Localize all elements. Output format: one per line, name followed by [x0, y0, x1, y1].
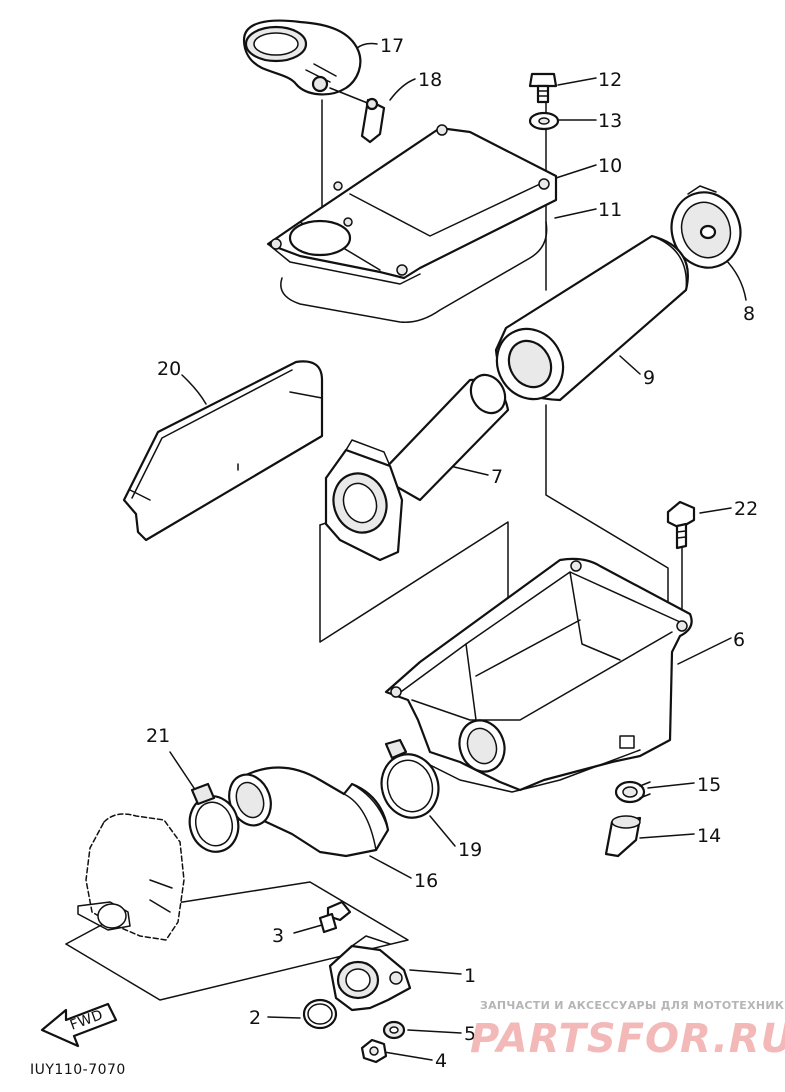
part-13-washer: [528, 111, 560, 131]
diagram-code: IUY110-7070: [30, 1062, 126, 1078]
callout-12: 12: [598, 69, 622, 91]
leader-9: [619, 355, 641, 375]
carburetor-reference: [77, 813, 185, 941]
callout-8: 8: [743, 303, 755, 325]
callout-17: 17: [380, 35, 404, 57]
leader-3: [293, 924, 323, 934]
leader-16: [369, 855, 412, 879]
part-6-airbox-case: [384, 557, 693, 793]
leader-14: [639, 833, 695, 839]
leader-6: [677, 637, 732, 665]
callout-10: 10: [598, 155, 622, 177]
leader-4: [383, 1051, 433, 1061]
watermark-caption: ЗАПЧАСТИ И АКСЕССУАРЫ ДЛЯ МОТОТЕХНИКИ: [480, 999, 785, 1012]
leader-19: [429, 815, 456, 847]
leader-20: [181, 374, 207, 405]
part-20-side-plate: [122, 360, 324, 542]
part-10-airbox-cover: [266, 124, 558, 285]
callout-4: 4: [435, 1050, 447, 1072]
leader-22: [699, 507, 732, 514]
callout-13: 13: [598, 110, 622, 132]
part-9-filter-element: [494, 234, 689, 402]
callout-1: 1: [464, 965, 476, 987]
part-5-spring-washer: [382, 1020, 406, 1040]
callout-5: 5: [464, 1023, 476, 1045]
part-4-nut: [360, 1038, 388, 1064]
leader-12: [557, 77, 597, 86]
part-17-intake-cap: [242, 19, 362, 96]
leader-21: [169, 751, 195, 789]
leader-15: [647, 782, 695, 789]
callout-21: 21: [146, 725, 170, 747]
leader-18: [389, 78, 416, 101]
part-16-intake-hose: [228, 766, 390, 858]
part-8-end-cap: [670, 185, 742, 269]
leader-11: [554, 208, 597, 219]
callout-6: 6: [733, 629, 745, 651]
watermark-logo: PARTSFOR.RU: [470, 1016, 785, 1062]
leader-lines: [169, 42, 747, 1061]
part-14-drain-tube: [604, 815, 642, 858]
callout-3: 3: [272, 925, 284, 947]
callout-11: 11: [598, 199, 622, 221]
callout-18: 18: [418, 69, 442, 91]
part-22-bolt: [666, 500, 696, 550]
leader-10: [555, 164, 597, 179]
part-7-filter-guide: [324, 373, 510, 562]
leader-8: [723, 257, 747, 301]
leader-7: [449, 465, 489, 476]
callout-7: 7: [491, 466, 503, 488]
callout-22: 22: [734, 498, 758, 520]
callout-14: 14: [697, 825, 721, 847]
part-2-o-ring: [302, 998, 338, 1030]
leader-5: [407, 1029, 462, 1034]
leader-1: [409, 969, 462, 975]
callout-9: 9: [643, 367, 655, 389]
part-11-cover-seal: [280, 221, 548, 323]
callout-2: 2: [249, 1007, 261, 1029]
fwd-arrow: FWD: [40, 1002, 118, 1048]
part-1-carb-joint: [328, 935, 412, 1012]
callout-16: 16: [414, 870, 438, 892]
callout-19: 19: [458, 839, 482, 861]
callout-20: 20: [157, 358, 181, 380]
part-callouts: 17 18 12 13 10 11 8 9 20 7 22 6 21 15 14…: [146, 35, 758, 1072]
watermark: ЗАПЧАСТИ И АКСЕССУАРЫ ДЛЯ МОТОТЕХНИКИ PA…: [470, 999, 785, 1062]
leader-17: [356, 42, 378, 49]
callout-15: 15: [697, 774, 721, 796]
leader-2: [267, 1016, 301, 1019]
part-21-hose-clamp: [188, 782, 240, 853]
part-19-hose-clamp: [380, 738, 440, 819]
part-3-bolt: [318, 900, 352, 934]
part-12-bolt: [528, 72, 558, 104]
part-18-breather-pipe: [329, 87, 386, 144]
part-15-clamp: [614, 780, 651, 804]
